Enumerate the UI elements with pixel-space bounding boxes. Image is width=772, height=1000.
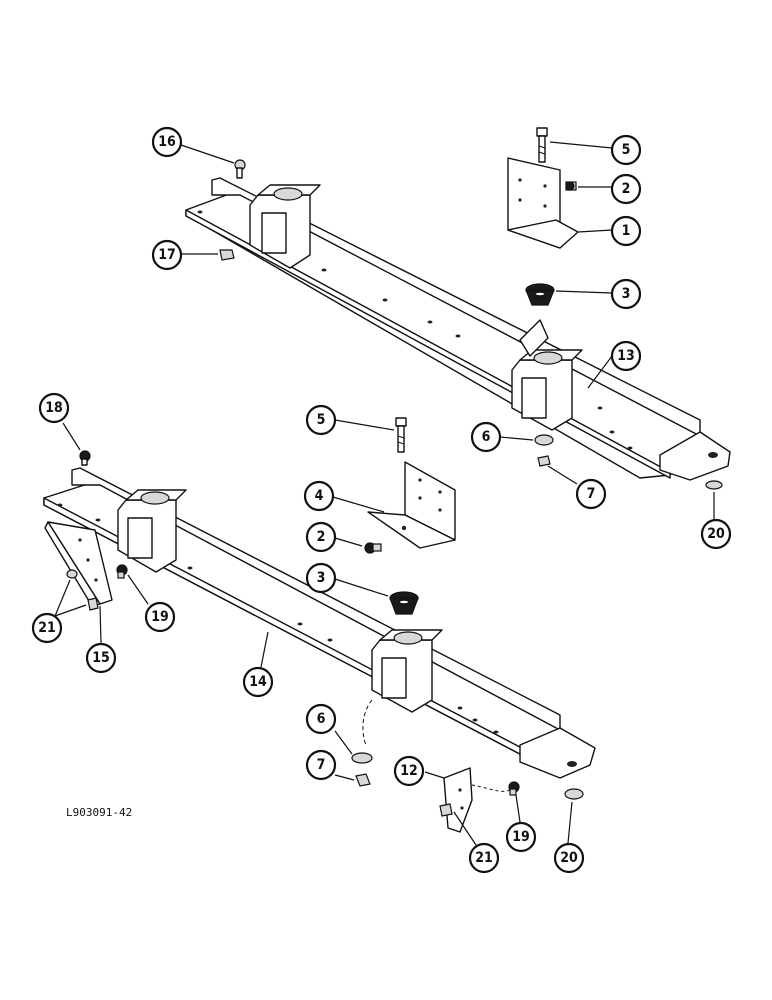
callout-4: 4 (303, 480, 335, 512)
svg-text:2: 2 (622, 181, 631, 197)
lower-crossmember (43, 467, 596, 779)
svg-text:1: 1 (622, 223, 631, 239)
lower-hardware (44, 417, 584, 833)
upper-hardware (219, 127, 723, 490)
svg-text:21: 21 (475, 850, 493, 866)
callout-12: 12 (393, 755, 425, 787)
callout-19: 19 (505, 821, 537, 853)
bushing-icon (389, 591, 419, 615)
callout-2: 2 (610, 173, 642, 205)
callout-18: 18 (38, 392, 70, 424)
bolt-icon (395, 417, 407, 453)
svg-text:17: 17 (158, 247, 176, 263)
callout-3: 3 (610, 278, 642, 310)
callout-5: 5 (305, 404, 337, 436)
bolt-icon (79, 450, 91, 466)
svg-text:5: 5 (622, 142, 631, 158)
bracket-part-12 (443, 767, 473, 833)
callout-20: 20 (700, 518, 732, 550)
washer-icon (564, 788, 584, 800)
callout-21: 21 (468, 842, 500, 874)
svg-text:5: 5 (317, 412, 326, 428)
svg-text:20: 20 (707, 526, 725, 542)
svg-text:4: 4 (315, 488, 324, 504)
callout-7: 7 (305, 749, 337, 781)
callout-7: 7 (575, 478, 607, 510)
screw-icon (565, 181, 577, 191)
svg-text:7: 7 (317, 757, 326, 773)
svg-text:6: 6 (317, 711, 326, 727)
nut-icon (439, 803, 453, 817)
nut-icon (87, 597, 99, 611)
callout-14: 14 (242, 666, 274, 698)
callout-6: 6 (470, 421, 502, 453)
svg-text:2: 2 (317, 529, 326, 545)
svg-text:14: 14 (249, 674, 267, 690)
svg-text:20: 20 (560, 850, 578, 866)
svg-text:19: 19 (512, 829, 530, 845)
callout-6: 6 (305, 703, 337, 735)
callout-20: 20 (553, 842, 585, 874)
washer-icon (66, 569, 78, 579)
callout-21: 21 (31, 612, 63, 644)
svg-text:16: 16 (158, 134, 176, 150)
svg-text:3: 3 (622, 286, 631, 302)
drawing-code: L903091-42 (66, 806, 132, 819)
bolt-icon (234, 159, 246, 179)
callout-3: 3 (305, 562, 337, 594)
nut-icon (355, 773, 371, 787)
washer-icon (705, 480, 723, 490)
svg-text:18: 18 (45, 400, 63, 416)
nut-icon (219, 249, 235, 261)
callout-1: 1 (610, 215, 642, 247)
svg-text:21: 21 (38, 620, 56, 636)
callout-19: 19 (144, 601, 176, 633)
screw-icon (508, 781, 520, 796)
screw-icon (364, 542, 382, 554)
svg-text:19: 19 (151, 609, 169, 625)
svg-text:6: 6 (482, 429, 491, 445)
callout-17: 17 (151, 239, 183, 271)
svg-text:13: 13 (617, 348, 635, 364)
upper-crossmember (185, 177, 731, 481)
washer-icon (351, 752, 373, 764)
bolt-icon (536, 127, 548, 163)
callout-16: 16 (151, 126, 183, 158)
svg-text:12: 12 (400, 763, 418, 779)
nut-icon (537, 455, 551, 467)
callout-13: 13 (610, 340, 642, 372)
screw-icon (116, 564, 128, 579)
washer-icon (534, 434, 554, 446)
callout-2: 2 (305, 521, 337, 553)
svg-text:3: 3 (317, 570, 326, 586)
bushing-icon (525, 283, 555, 306)
callout-15: 15 (85, 642, 117, 674)
callout-5: 5 (610, 134, 642, 166)
svg-text:15: 15 (92, 650, 110, 666)
leader-lines (54, 141, 715, 846)
svg-text:7: 7 (587, 486, 596, 502)
